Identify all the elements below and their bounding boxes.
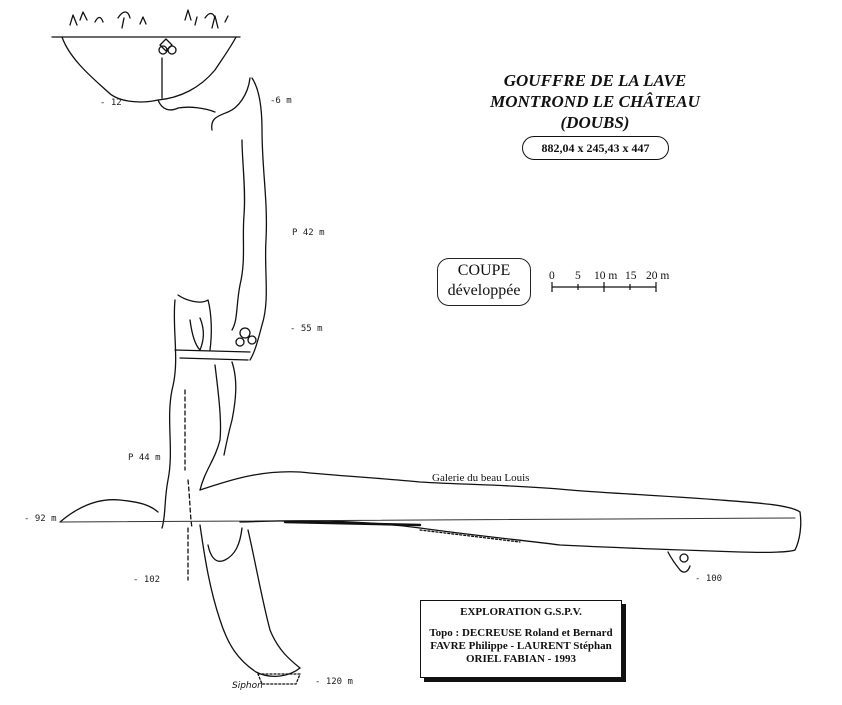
galerie-du-beau-louis: [199, 471, 801, 513]
entrance-doline: [61, 36, 237, 103]
depth-label: - 12: [100, 98, 122, 108]
scale-tick-label: 5: [575, 270, 581, 282]
scale-tick-label: 10 m: [594, 270, 618, 282]
depth-label: - 92 m: [24, 514, 57, 524]
scale-bar: [551, 282, 657, 292]
siphon-label: Siphon: [232, 681, 263, 691]
depth-label: - 102: [133, 575, 161, 585]
cave-name: GOUFFRE DE LA LAVE: [503, 71, 687, 90]
shaft-p44: [161, 299, 177, 529]
scale-tick-label: 0: [549, 270, 555, 282]
depth-label: - 100: [695, 574, 723, 584]
commune-name: MONTROND LE CHÂTEAU: [490, 92, 700, 111]
galerie-label: Galerie du beau Louis: [432, 472, 530, 484]
depth-label: - 55 m: [290, 324, 323, 334]
depth-label: -6 m: [270, 96, 292, 106]
scale-tick-label: 15: [625, 270, 637, 282]
credits-line: ORIEL FABIAN - 1993: [465, 653, 577, 665]
exploration-heading: EXPLORATION G.S.P.V.: [460, 606, 582, 618]
lower-shaft: [199, 524, 301, 678]
section-type-label: COUPE développée: [437, 258, 531, 306]
coordinates-badge: 882,04 x 245,43 x 447: [522, 136, 669, 160]
section-type-line2: développée: [447, 282, 521, 299]
credits-line: Topo : DECREUSE Roland et Bernard: [429, 627, 613, 639]
department-name: (DOUBS): [560, 113, 630, 132]
exploration-credits-box: EXPLORATION G.S.P.V. Topo : DECREUSE Rol…: [420, 600, 622, 678]
surface-vegetation: [69, 9, 229, 29]
depth-label: - 120 m: [315, 677, 353, 687]
cave-title-block: GOUFFRE DE LA LAVE MONTROND LE CHÂTEAU (…: [470, 70, 720, 133]
scale-tick-label: 20 m: [646, 270, 670, 282]
credits-line: FAVRE Philippe - LAURENT Stéphan: [430, 640, 612, 652]
depth-label: P 44 m: [128, 453, 161, 463]
siphon: [257, 673, 301, 685]
depth-label: P 42 m: [292, 228, 325, 238]
shaft-p42: [249, 77, 268, 361]
section-type-line1: COUPE: [457, 262, 511, 279]
